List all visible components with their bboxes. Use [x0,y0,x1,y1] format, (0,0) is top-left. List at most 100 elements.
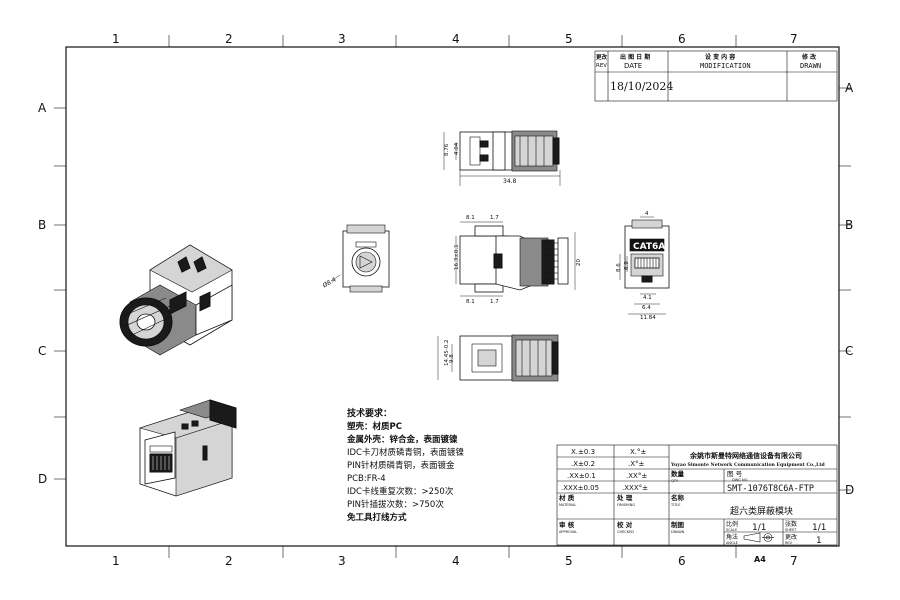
drawn-label-en: DRAWN [671,530,685,534]
side-view: 8.1 1.7 8.1 1.7 16.3±0.1 20 [454,215,582,305]
tol-3-linear: .XX±0.1 [567,472,596,480]
scale-value: 1/1 [752,523,766,533]
rev-col-cn: 更改 [596,53,608,61]
dim-top-length: 34.8 [503,178,517,185]
dwg-label-en: DWG NO. [732,478,748,482]
dwg-label-cn: 图 号 [727,470,743,478]
tech-req-line-4: PIN针材质磷青铜，表面镀金 [347,460,455,471]
row-label-left-A: A [38,101,47,115]
col-label-top-2: 2 [225,32,233,46]
tech-requirements: 技术要求： 塑壳：材质PC 金属外壳：锌合金，表面镀镍 IDC卡刀材质磷青铜，表… [346,407,464,523]
col-label-bottom-3: 3 [338,554,346,568]
dim-top-height-inner: 4.04 [454,142,460,155]
drawing-number: SMT-1076T8C6A-FTP [727,484,814,494]
revision-block: 更改 REV 出 图 日 期 DATE 设 变 内 容 MODIFICATION… [594,50,838,102]
finishing-label-cn: 处 理 [616,493,633,502]
dim-side-height-outer: 20 [576,259,582,266]
isometric-view-rear [119,244,233,356]
tech-req-line-6: IDC卡线重复次数：>250次 [347,486,454,497]
col-label-bottom-5: 5 [565,554,573,568]
tech-req-line-3: IDC卡刀材质磷青铜，表面镀镍 [347,447,464,458]
approval-label-en: APPROVAL [559,530,577,534]
paper-size: A4 [754,555,766,564]
dim-face-w3: 11.84 [640,315,656,321]
tol-2-angular: .X°± [628,460,645,468]
col-label-top-7: 7 [790,32,798,46]
rev-label-en: REV [785,541,793,545]
tol-4-linear: .XXX±0.05 [561,484,599,492]
drawn-col-en: DRAWN [800,62,821,70]
qty-label-en: QTY [671,479,679,483]
angle-label-cn: 角法 [726,533,738,541]
tech-req-line-8: 免工具打线方式 [347,512,407,523]
grid-bottom: 1 2 3 4 5 6 7 [112,546,798,568]
col-label-top-4: 4 [452,32,460,46]
material-label-cn: 材 质 [558,493,575,502]
row-label-right-B: B [845,218,853,232]
col-label-top-1: 1 [112,32,120,46]
col-label-bottom-7: 7 [790,554,798,568]
angle-label-en: ANGLE [726,541,738,545]
tech-req-title: 技术要求： [347,407,392,419]
finishing-label-en: FINISHING [617,503,635,507]
col-label-bottom-1: 1 [112,554,120,568]
company-name-cn: 余姚市斯曼特网络通信设备有限公司 [689,451,802,460]
tol-4-angular: .XXX°± [622,484,648,492]
dim-bottom-height-outer: 14.45-0.2 [444,340,450,366]
tech-req-line-2: 金属外壳：锌合金，表面镀镍 [346,434,458,445]
rev-value: 1 [816,536,822,546]
date-col-cn: 出 图 日 期 [620,53,650,61]
mod-col-cn: 设 变 内 容 [705,53,735,61]
sheet-label-en: SHEET [785,528,797,532]
col-label-top-3: 3 [338,32,346,46]
row-label-left-B: B [38,218,46,232]
row-label-left-C: C [38,344,46,358]
rev-col-en: REV [596,63,607,69]
bottom-view: 14.45-0.2 9.8 [437,334,559,382]
checked-label-en: CHECKED [617,530,634,534]
company-name-en: Yuyao Simonte Network Communication Equi… [670,462,826,468]
scale-label-en: SCALE [726,528,737,532]
tech-req-line-5: PCB:FR-4 [347,474,386,484]
col-label-top-6: 6 [678,32,686,46]
tol-3-angular: .XX°± [626,472,647,480]
row-label-right-A: A [845,81,854,95]
dim-face-w1: 4.1 [643,295,652,301]
cat6a-label: CAT6A [633,242,665,252]
dim-face-h1: 8.6 [616,263,622,272]
projection-symbol-icon [743,532,774,543]
row-label-left-D: D [38,472,47,486]
face-view: CAT6A 4 8.6 6.9 4.1 6.4 11.84 [616,211,670,321]
col-label-bottom-4: 4 [452,554,460,568]
row-label-right-C: C [845,344,853,358]
title-label-cn: 名称 [671,493,685,502]
drawn-col-cn: 修 改 [801,53,817,61]
dim-face-w2: 6.4 [642,305,651,311]
front-view: Ø8.4 [322,224,390,293]
grid-right: A B C D [839,81,854,497]
top-view: 8.76 4.04 34.8 [443,130,561,186]
dim-bottom-height-inner: 9.8 [449,354,455,363]
drawn-label-cn: 制图 [671,520,685,529]
col-label-bottom-2: 2 [225,554,233,568]
part-title: 超六类屏蔽模块 [730,505,793,517]
dim-face-h2: 6.9 [624,261,630,270]
title-label-en: TITLE [670,503,680,507]
scale-label-cn: 比例 [726,520,738,528]
tol-1-angular: X.°± [630,448,647,456]
rev-label-cn: 更改 [785,533,797,541]
dim-side-top-right: 1.7 [490,215,499,221]
title-block: X.±0.3 X.°± .X±0.2 .X°± .XX±0.1 .XX°± .X… [556,444,838,564]
col-label-bottom-6: 6 [678,554,686,568]
tol-1-linear: X.±0.3 [571,448,595,456]
tech-req-line-7: PIN针插拔次数：>750次 [347,499,444,510]
dim-face-top: 4 [645,211,649,217]
material-label-en: MATERIAL [559,503,576,507]
qty-label-cn: 数量 [671,469,685,478]
dim-side-bottom-right: 1.7 [490,299,499,305]
inner-border [65,46,840,547]
revision-date: 18/10/2024 [610,80,673,93]
checked-label-cn: 校 对 [617,520,633,529]
grid-left: A B C D [38,101,66,486]
dim-side-top-left: 8.1 [466,215,475,221]
